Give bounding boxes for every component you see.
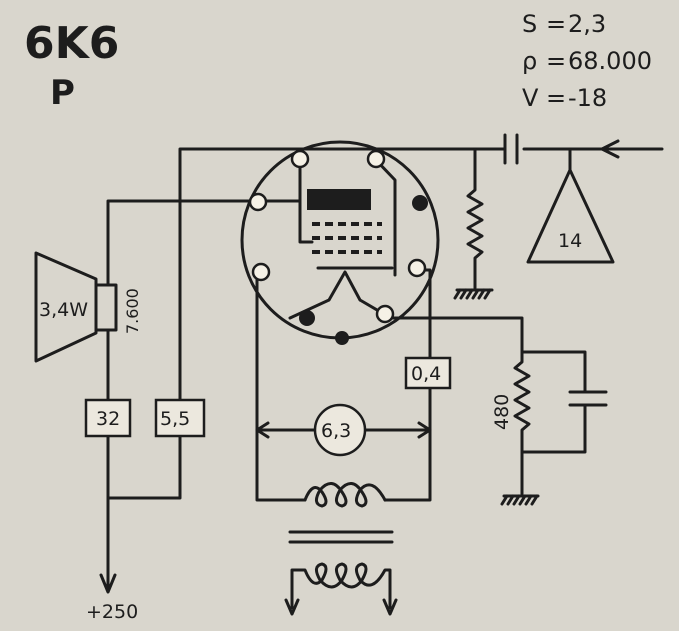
pin-2 [366, 149, 386, 169]
arrow-out-right [382, 598, 398, 616]
tube-name: 6K6 [24, 18, 119, 69]
pin-nc-2 [299, 310, 315, 326]
box-0-4 [404, 356, 452, 390]
heater-wire-right-low [383, 385, 432, 502]
arrow-out-left [284, 598, 300, 616]
spec-rho-value: 68.000 [568, 47, 652, 75]
heater-voltage-label: 6,3 [321, 420, 351, 442]
internal-right [374, 158, 397, 277]
transformer-primary [303, 482, 387, 508]
supply-label: +250 [86, 601, 138, 623]
input-triangle [526, 168, 615, 264]
pin-4 [251, 262, 271, 282]
speaker-power-label: 3,4W [39, 299, 88, 321]
arrow-right [417, 421, 432, 439]
transformer-core [288, 530, 394, 544]
input-arrow [600, 139, 620, 159]
box-5-5 [154, 398, 206, 438]
spec-v-eq: = [546, 84, 566, 112]
impedance-label: 7.600 [123, 288, 142, 334]
pin-3 [248, 192, 268, 212]
spec-v-value: -18 [568, 84, 607, 112]
box-32 [84, 398, 132, 438]
key-notch [335, 331, 349, 345]
spec-s-key: S [522, 10, 537, 38]
wire-5-5 [106, 435, 182, 500]
current-5-5-label: 5,5 [160, 408, 190, 430]
cathode-resistor [513, 350, 531, 496]
speaker-magnet [94, 283, 118, 332]
spec-v-key: V [522, 84, 539, 112]
ground-cathode [500, 494, 540, 506]
circle-6-3 [313, 403, 367, 457]
speaker-cone [34, 251, 98, 363]
grid-lines [312, 222, 382, 254]
ground-grid [453, 288, 494, 300]
heater-current-label: 0,4 [411, 363, 441, 385]
spec-rho-eq: = [546, 47, 566, 75]
pin-1 [290, 149, 310, 169]
heater-wire-left [255, 269, 307, 502]
cathode-capacitor [520, 390, 608, 454]
pin-6 [375, 304, 395, 324]
input-gain-label: 14 [558, 230, 582, 252]
transformer-secondary [290, 562, 392, 610]
spec-s-eq: = [546, 10, 566, 38]
spec-rho-key: ρ [522, 47, 537, 75]
spec-s-value: 2,3 [568, 10, 606, 38]
plate-element [307, 189, 371, 210]
internal-left [298, 158, 314, 244]
arrow-left [255, 421, 270, 439]
grid-resistor [466, 147, 484, 290]
current-32-label: 32 [96, 408, 120, 430]
cathode-resistor-label: 480 [491, 394, 513, 430]
pin-nc-1 [412, 195, 428, 211]
plate-wire [106, 199, 302, 287]
pin-5 [407, 258, 427, 278]
capacitor [503, 133, 519, 165]
tube-type: P [50, 73, 75, 113]
supply-arrow [99, 573, 117, 594]
